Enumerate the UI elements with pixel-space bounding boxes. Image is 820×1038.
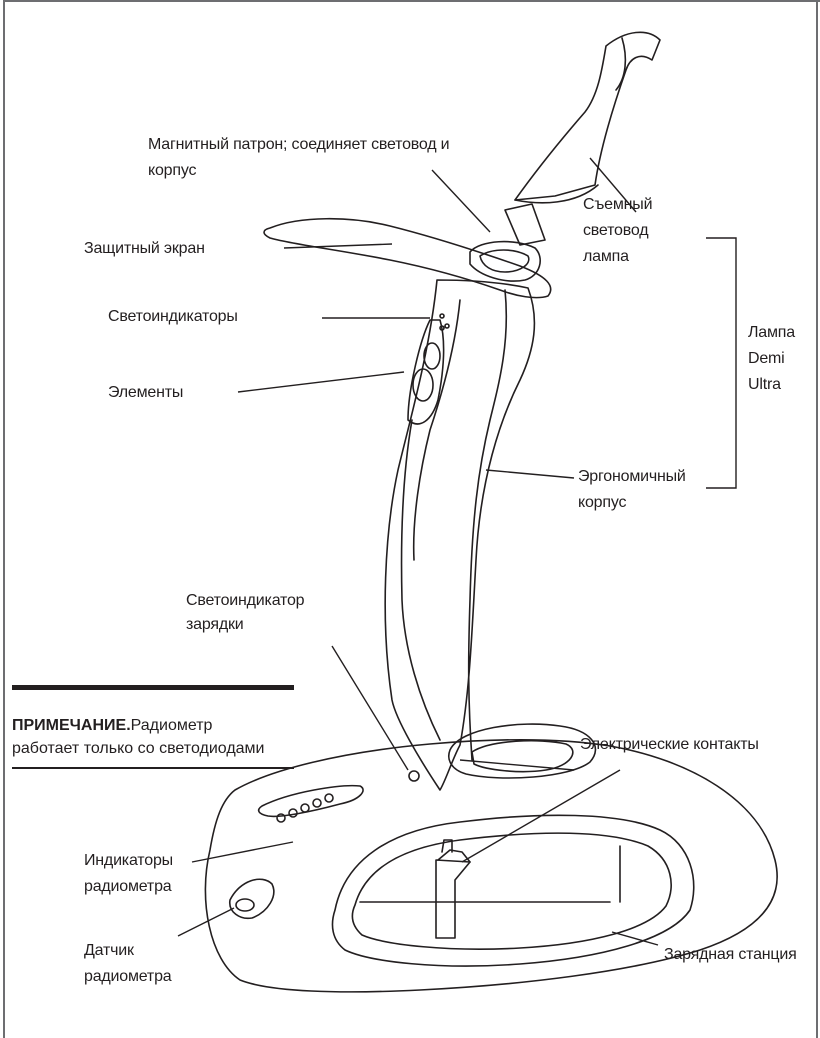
label-charging-station: Зарядная станция (664, 944, 797, 966)
label-magnetic-line2: корпус (148, 160, 196, 182)
protective-shield (264, 219, 551, 298)
leader-magnetic (432, 170, 490, 232)
note-bottom-rule (12, 767, 294, 769)
label-ergonomic-line2: корпус (578, 492, 626, 514)
leader-ergonomic (486, 470, 574, 478)
label-removable-line2: световод (583, 220, 648, 242)
handpiece (385, 280, 534, 790)
leader-elements (238, 372, 404, 392)
lamp-bracket (706, 238, 736, 488)
label-charge-led-line2: зарядки (186, 614, 244, 636)
label-charge-led-line1: Светоиндикатор (186, 590, 304, 612)
note-line2-text: работает только со светодиодами (12, 737, 302, 760)
label-elements: Элементы (108, 382, 183, 404)
label-led-indicators: Светоиндикаторы (108, 306, 238, 328)
label-electrical-contacts: Электрические контакты (580, 734, 759, 756)
label-ergonomic-line1: Эргономичный (578, 466, 686, 488)
note-top-rule (12, 685, 294, 690)
label-removable-line3: лампа (583, 246, 629, 268)
note-line1-text: Радиометр (131, 717, 213, 734)
label-radiometer-sensor-line2: радиометра (84, 966, 171, 988)
label-radiometer-sensor-line1: Датчик (84, 940, 134, 962)
label-lamp-line2: Demi (748, 348, 785, 370)
label-magnetic-line1: Магнитный патрон; соединяет световод и (148, 134, 449, 156)
note-block: ПРИМЕЧАНИЕ.Радиометр работает только со … (12, 714, 302, 760)
label-radiometer-indicators-line2: радиометра (84, 876, 171, 898)
leader-radiometer-indicators (192, 842, 293, 862)
label-lamp-line1: Лампа (748, 322, 795, 344)
label-lamp-line3: Ultra (748, 374, 781, 396)
label-shield: Защитный экран (84, 238, 205, 260)
label-radiometer-indicators-line1: Индикаторы (84, 850, 173, 872)
note-bold-prefix: ПРИМЕЧАНИЕ. (12, 717, 131, 734)
label-removable-line1: Съемный (583, 194, 652, 216)
